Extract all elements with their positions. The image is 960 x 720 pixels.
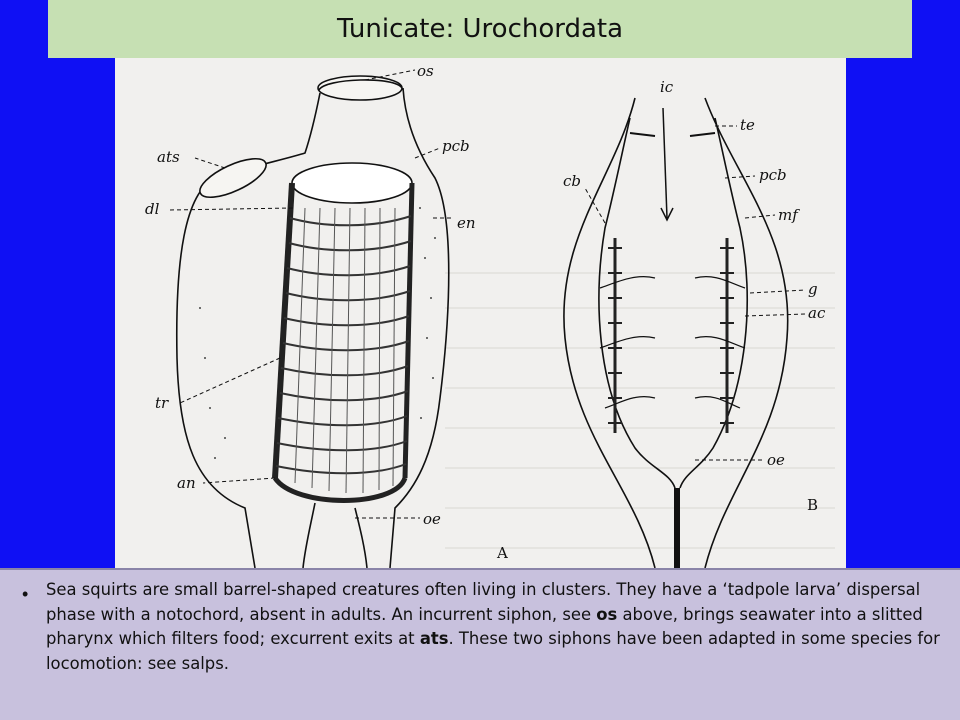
caption-bold-os: os [596, 604, 618, 624]
label-oe-b: oe [767, 451, 785, 469]
title-bar: Tunicate: Urochordata [48, 0, 912, 58]
bullet-icon: • [22, 584, 29, 604]
label-g: g [808, 280, 818, 298]
caption-text: Sea squirts are small barrel-shaped crea… [46, 578, 946, 676]
caption-bold-ats: ats [419, 629, 449, 648]
label-pcb-b: pcb [759, 166, 787, 184]
slide-title: Tunicate: Urochordata [336, 14, 624, 44]
label-dl: dl [145, 200, 160, 218]
label-ac: ac [808, 304, 826, 322]
label-tr: tr [155, 394, 169, 412]
panel-label-b: B [807, 496, 818, 514]
caption-part-2: above, brings seawater into a slitted ph… [46, 604, 923, 649]
label-oe-a: oe [423, 510, 441, 528]
label-an: an [177, 474, 196, 492]
label-ats: ats [157, 148, 180, 166]
drawing-a [175, 75, 450, 568]
panel-label-a: A [496, 544, 508, 562]
tunicate-figure: os ats pcb dl en tr an oe A ic te cb pcb… [115, 58, 846, 568]
label-pcb-a: pcb [442, 137, 470, 155]
label-mf: mf [778, 206, 800, 224]
drawing-b [563, 97, 789, 568]
label-ic: ic [660, 78, 674, 96]
caption-part-1: Sea squirts are small barrel-shaped crea… [46, 580, 921, 624]
tunicate-diagram: os ats pcb dl en tr an oe A ic te cb pcb… [145, 62, 835, 568]
label-te: te [740, 116, 755, 134]
caption-box: • Sea squirts are small barrel-shaped cr… [0, 568, 960, 720]
caption-part-3: . These two siphons have been adapted in… [46, 629, 940, 673]
label-os: os [417, 62, 434, 80]
label-en: en [457, 214, 476, 232]
label-cb: cb [563, 172, 581, 190]
